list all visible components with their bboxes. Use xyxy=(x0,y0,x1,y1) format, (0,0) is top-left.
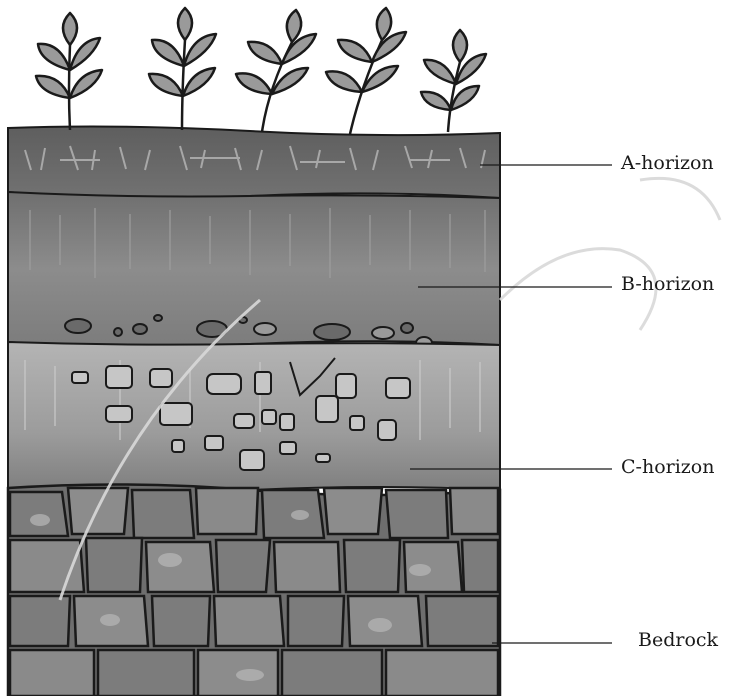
bedrock-label: Bedrock xyxy=(638,631,718,650)
plant-1 xyxy=(36,13,102,130)
a-horizon-label: A-horizon xyxy=(621,154,714,173)
b-horizon-layer xyxy=(8,192,500,349)
plant-5 xyxy=(421,30,486,132)
plant-2 xyxy=(149,8,216,130)
bedrock-layer xyxy=(8,484,500,696)
plants xyxy=(36,8,486,134)
plant-4 xyxy=(326,8,406,134)
c-horizon-layer xyxy=(8,342,500,493)
a-horizon-layer xyxy=(8,127,500,199)
b-horizon-label: B-horizon xyxy=(621,275,714,294)
plant-3 xyxy=(236,10,316,132)
c-horizon-label: C-horizon xyxy=(621,458,714,477)
